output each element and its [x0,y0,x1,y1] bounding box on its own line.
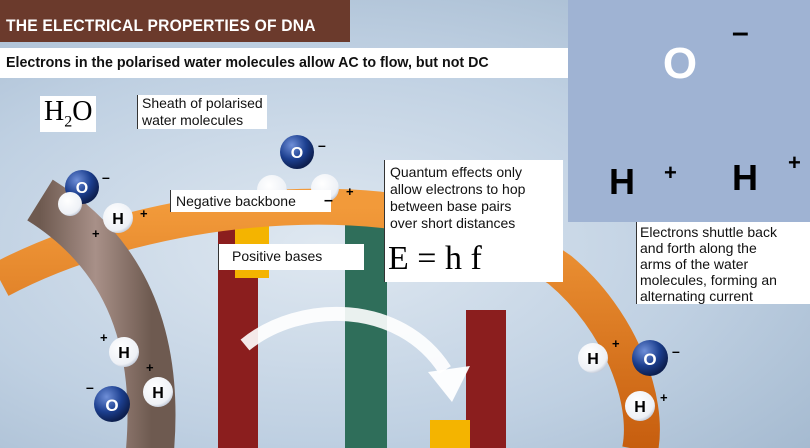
hydrogen-label: H [634,399,646,416]
oxygen-label: O [291,145,303,162]
hydrogen-label: H [152,385,164,402]
oxygen-label: O [76,180,88,197]
plus-sign: + [612,336,620,351]
hydrogen-label-left-large: H [609,161,635,202]
minus-sign: – [318,137,326,153]
minus-sign: – [86,379,94,395]
oxygen-label-large: O [663,39,697,88]
plus-sign-right-large: + [788,150,801,175]
plus-sign: + [92,226,100,241]
minus-sign: – [102,169,110,185]
plus-sign: + [100,330,108,345]
hydrogen-label: H [118,345,130,362]
minus-sign: – [672,343,680,359]
oxygen-label: O [643,350,656,369]
plus-sign: + [346,184,354,199]
plus-sign: + [146,360,154,375]
plus-sign: + [140,206,148,221]
plus-sign: + [660,390,668,405]
hydrogen-label: H [112,211,124,228]
oxygen-label: O [105,396,118,415]
hydrogen-label: H [587,351,599,368]
minus-sign-large: – [732,16,749,49]
negative-backbone-minus: – [324,192,333,209]
plus-sign-left-large: + [664,160,677,185]
hydrogen-label-right-large: H [732,157,758,198]
